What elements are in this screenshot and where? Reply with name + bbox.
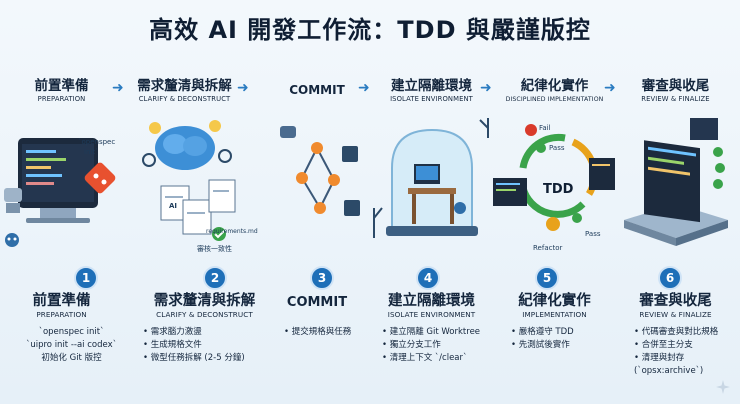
review-label: 審核一致性 [197,245,232,253]
step-number-badge: 3 [310,266,334,290]
step-detail-title: 前置準備 [32,293,91,309]
bullet-item: • 清理與封存 [634,353,685,363]
tdd-label: TDD [543,182,574,197]
pass-label: Pass [549,144,565,152]
step-number-badge: 2 [203,266,227,290]
bullet-item: • 獨立分支工作 [382,340,441,350]
step-header: 需求釐清與拆解 CLARIFY & DECONSTRUCT [123,78,246,104]
review-platform-illustration [614,108,737,258]
step-review: 審查與收尾 REVIEW & FINALIZE 6 審查與收尾 REVIEW &… [614,0,737,404]
step-subtitle: PREPARATION [37,95,86,103]
step-detail-title: 建立隔離環境 [388,293,475,309]
step-preparation: 前置準備 PREPARATION `openspec init` [0,0,123,404]
step-number-badge: 4 [416,266,440,290]
bullet-item: • 先測試後實作 [511,340,570,350]
step-bullets: • 需求腦力激盪 • 生成規格文件 • 微型任務拆解 (2-5 分鐘) [143,326,266,365]
step-detail-title: 需求釐清與拆解 [153,293,256,309]
flow-arrow: ➜ [480,80,492,96]
step-detail-subtitle: PREPARATION [36,310,87,319]
step-subtitle: ISOLATE ENVIRONMENT [390,95,473,103]
requirements-label: requirements.md [206,228,258,235]
bullet-item: • 提交規格與任務 [284,327,352,337]
step-bullets: • 代碼審查與對比規格 • 合併至主分支 • 清理與封存 (`opsx:arch… [634,326,740,378]
step-title: 審查與收尾 [641,78,710,94]
step-detail-header: 審查與收尾 REVIEW & FINALIZE [614,292,737,319]
step-bullets: • 嚴格遵守 TDD • 先測試後實作 [511,326,634,352]
opensec-hint: `openspec [78,138,116,146]
step-title: COMMIT [289,83,345,97]
bullet-item: • 需求腦力激盪 [143,327,202,337]
step-header: 前置準備 PREPARATION [0,78,123,104]
brain-docs-illustration: AI requirements.md 審核一致性 [123,108,258,258]
step-subtitle: DISCIPLINED IMPLEMENTATION [505,96,604,103]
step-header: 紀律化實作 DISCIPLINED IMPLEMENTATION [493,78,616,104]
step-clarify: 需求釐清與拆解 CLARIFY & DECONSTRUCT [123,0,258,404]
step-detail-header: 建立隔離環境 ISOLATE ENVIRONMENT [370,292,493,319]
step-bullets: `openspec init` `uipro init --ai codex` … [10,326,133,365]
step-subtitle: REVIEW & FINALIZE [641,95,710,103]
bullet-item: • 嚴格遵守 TDD [511,327,574,337]
ai-doc-label: AI [169,202,178,210]
step-detail-header: COMMIT [262,292,372,312]
step-header: 建立隔離環境 ISOLATE ENVIRONMENT [370,78,493,104]
pass-label-2: Pass [585,230,601,238]
refactor-label: Refactor [533,244,563,252]
step-commit: COMMIT 3 COMMIT • 提交規格與任務 [262,0,372,404]
step-header: 審查與收尾 REVIEW & FINALIZE [614,78,737,104]
step-header: COMMIT [262,78,372,99]
step-detail-subtitle: REVIEW & FINALIZE [639,310,712,319]
bullet-item: • 微型任務拆解 (2-5 分鐘) [143,353,245,363]
bullet-item: • 生成規格文件 [143,340,202,350]
sparkle-icon [716,380,730,394]
flow-arrow: ➜ [358,80,370,96]
init-hint: init` [84,148,99,156]
step-detail-subtitle: IMPLEMENTATION [522,310,587,319]
step-title: 紀律化實作 [520,78,589,94]
step-detail-subtitle: ISOLATE ENVIRONMENT [387,310,476,319]
tdd-cycle-illustration: Fail Pass TDD Pass Refactor [493,108,616,258]
flow-arrow: ➜ [237,80,249,96]
step-detail-header: 紀律化實作 IMPLEMENTATION [493,292,616,319]
bullet-item: • 代碼審查與對比規格 [634,327,719,337]
bullet-item: • 清理上下文 `/clear` [382,353,468,363]
flow-arrow: ➜ [112,80,124,96]
fail-label: Fail [539,124,551,132]
page-title: 高效 AI 開發工作流：TDD 與嚴謹版控 [149,16,591,44]
commit-graph-illustration [262,108,372,258]
step-detail-title: 審查與收尾 [639,293,712,309]
step-detail-header: 需求釐清與拆解 CLARIFY & DECONSTRUCT [143,292,266,319]
step-bullets: • 提交規格與任務 [284,326,407,339]
step-detail-title: COMMIT [286,295,348,310]
step-title: 需求釐清與拆解 [137,78,232,94]
step-number-badge: 5 [535,266,559,290]
step-detail-header: 前置準備 PREPARATION [0,292,123,319]
bullet-item: `uipro init --ai codex` [26,340,117,350]
terminal-illustration: `openspec init` [0,108,123,258]
step-implementation: 紀律化實作 DISCIPLINED IMPLEMENTATION Fail Pa… [493,0,616,404]
step-number-badge: 1 [74,266,98,290]
glass-dome-illustration [370,108,493,258]
step-bullets: • 建立隔離 Git Worktree • 獨立分支工作 • 清理上下文 `/c… [382,326,505,365]
step-isolate: 建立隔離環境 ISOLATE ENVIRONMENT 4 建立隔離環境 ISOL… [370,0,493,404]
step-title: 前置準備 [34,78,89,94]
step-detail-subtitle: CLARIFY & DECONSTRUCT [156,310,253,319]
step-number-badge: 6 [658,266,682,290]
bullet-item: • 合併至主分支 [634,340,693,350]
step-detail-title: 紀律化實作 [518,293,591,309]
bullet-item: 初始化 Git 版控 [41,353,102,363]
flow-arrow: ➜ [604,80,616,96]
bullet-item: `openspec init` [38,327,105,337]
step-title: 建立隔離環境 [391,78,472,94]
bullet-item: • 建立隔離 Git Worktree [382,327,481,337]
step-subtitle: CLARIFY & DECONSTRUCT [138,95,231,103]
bullet-item: (`opsx:archive`) [634,366,704,376]
